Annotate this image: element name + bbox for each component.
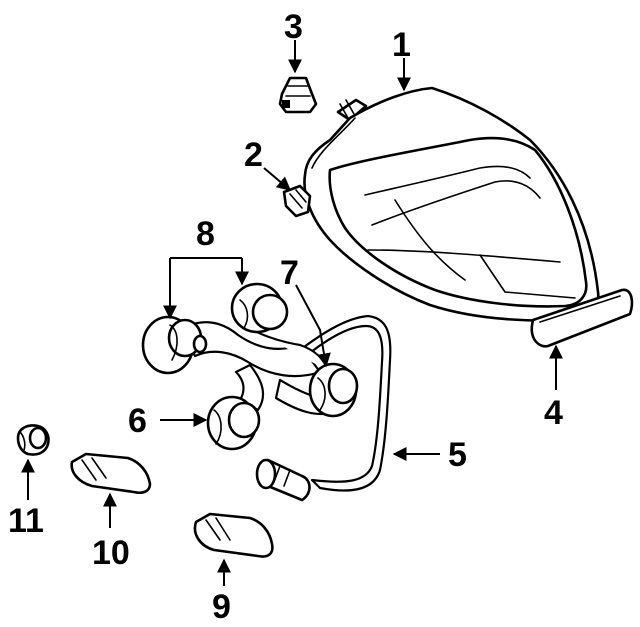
side-marker-lens [530,288,634,348]
tail-lamp-assembly [303,86,600,322]
callout-1: 1 [392,26,411,64]
callout-7: 7 [280,254,299,292]
wiring-harness [255,314,392,502]
callout-9: 9 [212,588,231,626]
bulb-small [70,452,152,495]
bulb-large [193,512,274,558]
callout-5: 5 [448,436,467,474]
callout-3: 3 [284,8,303,46]
socket-cluster [141,282,359,451]
callout-8: 8 [196,215,215,253]
callout-11: 11 [8,502,44,540]
callout-10: 10 [92,534,130,572]
callout-2: 2 [244,136,263,174]
screw [282,184,312,218]
grommet [278,76,318,114]
small-grommet [16,424,50,456]
callout-4: 4 [544,394,563,432]
callout-6: 6 [128,402,147,440]
leader-lines [21,40,563,586]
